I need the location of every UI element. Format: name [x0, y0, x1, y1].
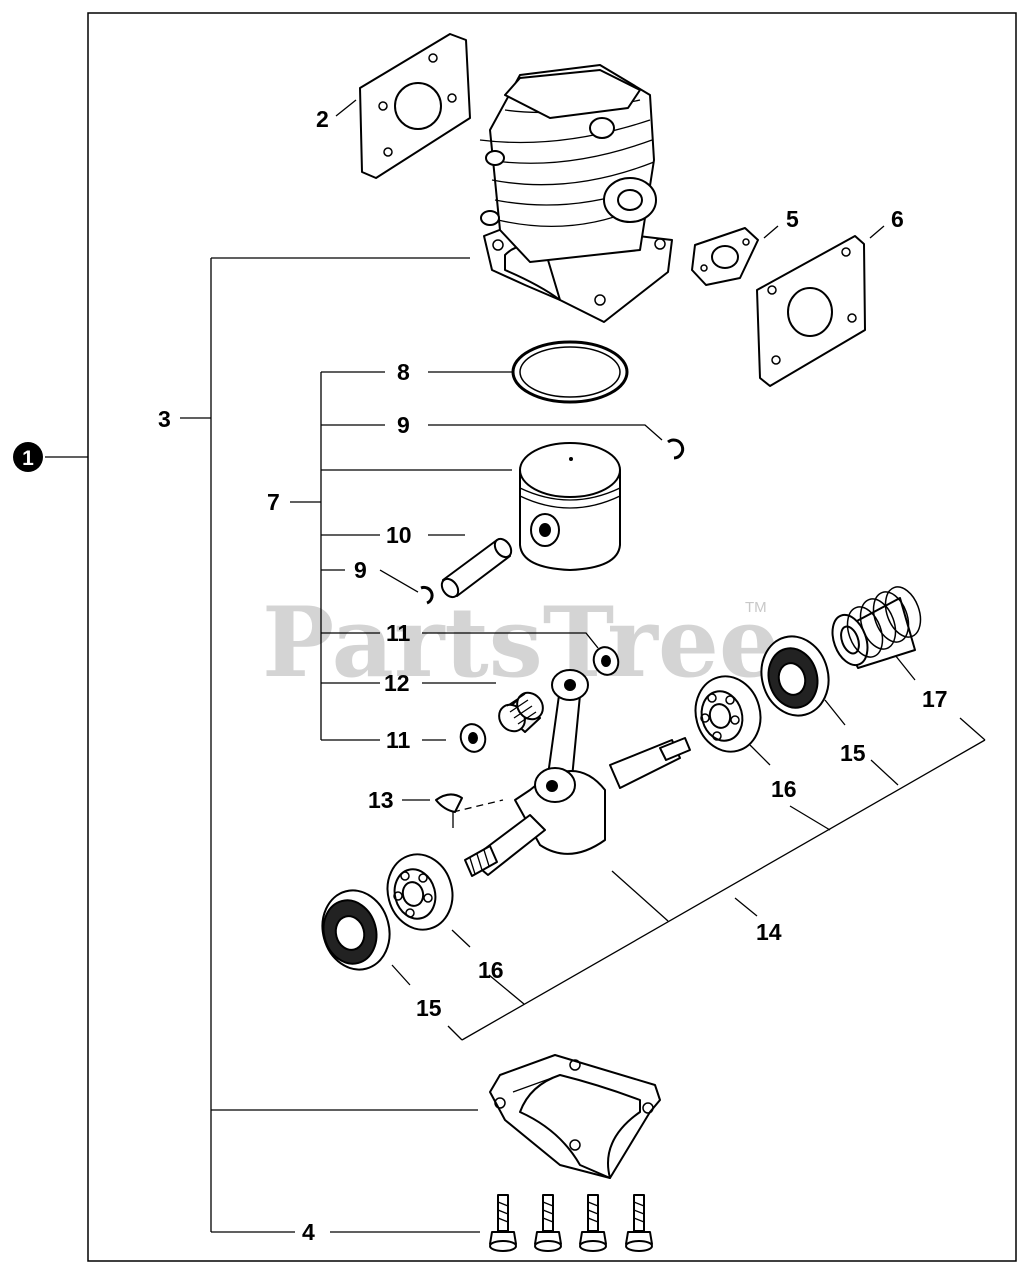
watermark: PartsTree TM: [262, 586, 780, 699]
thrust-washer-lower[interactable]: [457, 721, 489, 756]
callout-8[interactable]: 8: [397, 359, 410, 385]
callout-12[interactable]: 12: [384, 670, 410, 696]
cylinder[interactable]: [479, 64, 673, 323]
callout-15-right[interactable]: 15: [840, 740, 866, 766]
diagram-frame: [87, 12, 1017, 1262]
piston-ring[interactable]: [511, 340, 629, 404]
svg-text:1: 1: [22, 447, 34, 470]
callout-9-lower[interactable]: 9: [354, 557, 367, 583]
callout-17[interactable]: 17: [922, 686, 948, 712]
callout-16-left[interactable]: 16: [478, 957, 504, 983]
callout-11-lower[interactable]: 11: [386, 727, 411, 753]
callout-16-right[interactable]: 16: [771, 776, 797, 802]
callout-3[interactable]: 3: [158, 406, 171, 432]
crankshaft-sleeve[interactable]: [826, 582, 927, 670]
svg-text:PartsTree: PartsTree: [262, 586, 780, 699]
leader-lines: [180, 99, 986, 1233]
assembly-marker[interactable]: 1: [13, 442, 88, 472]
thrust-washer-upper[interactable]: [590, 644, 622, 679]
intake-gasket[interactable]: [691, 227, 759, 286]
callout-9-upper[interactable]: 9: [397, 412, 410, 438]
ball-bearing-left[interactable]: [379, 847, 460, 937]
crankcase-bolt-4[interactable]: [625, 1194, 653, 1252]
callout-4[interactable]: 4: [302, 1219, 315, 1245]
piston-pin-clip-upper[interactable]: [667, 438, 685, 460]
oil-seal-left[interactable]: [314, 883, 398, 977]
callout-7[interactable]: 7: [267, 489, 280, 515]
crankcase-bolt-1[interactable]: [489, 1194, 517, 1252]
callout-15-left[interactable]: 15: [416, 995, 442, 1021]
piston-pin-clip-lower[interactable]: [420, 585, 434, 605]
needle-bearing[interactable]: [494, 688, 548, 737]
callout-2[interactable]: 2: [316, 106, 329, 132]
callout-5[interactable]: 5: [786, 206, 799, 232]
svg-text:TM: TM: [745, 599, 767, 616]
callout-6[interactable]: 6: [891, 206, 904, 232]
crankcase-bolt-3[interactable]: [579, 1194, 607, 1252]
callout-10[interactable]: 10: [386, 522, 412, 548]
crankcase-bolt-2[interactable]: [534, 1194, 562, 1252]
piston[interactable]: [519, 442, 621, 571]
callout-13[interactable]: 13: [368, 787, 394, 813]
cylinder-gasket[interactable]: [359, 33, 471, 179]
woodruff-key[interactable]: [435, 793, 463, 813]
crankcase[interactable]: [489, 1054, 661, 1179]
piston-pin[interactable]: [438, 536, 514, 600]
callout-11-upper[interactable]: 11: [386, 620, 411, 646]
ball-bearing-right[interactable]: [687, 669, 768, 759]
oil-seal-right[interactable]: [753, 629, 837, 723]
crankshaft[interactable]: [464, 669, 691, 877]
insulator-gasket[interactable]: [756, 235, 866, 387]
callout-14[interactable]: 14: [756, 919, 782, 945]
